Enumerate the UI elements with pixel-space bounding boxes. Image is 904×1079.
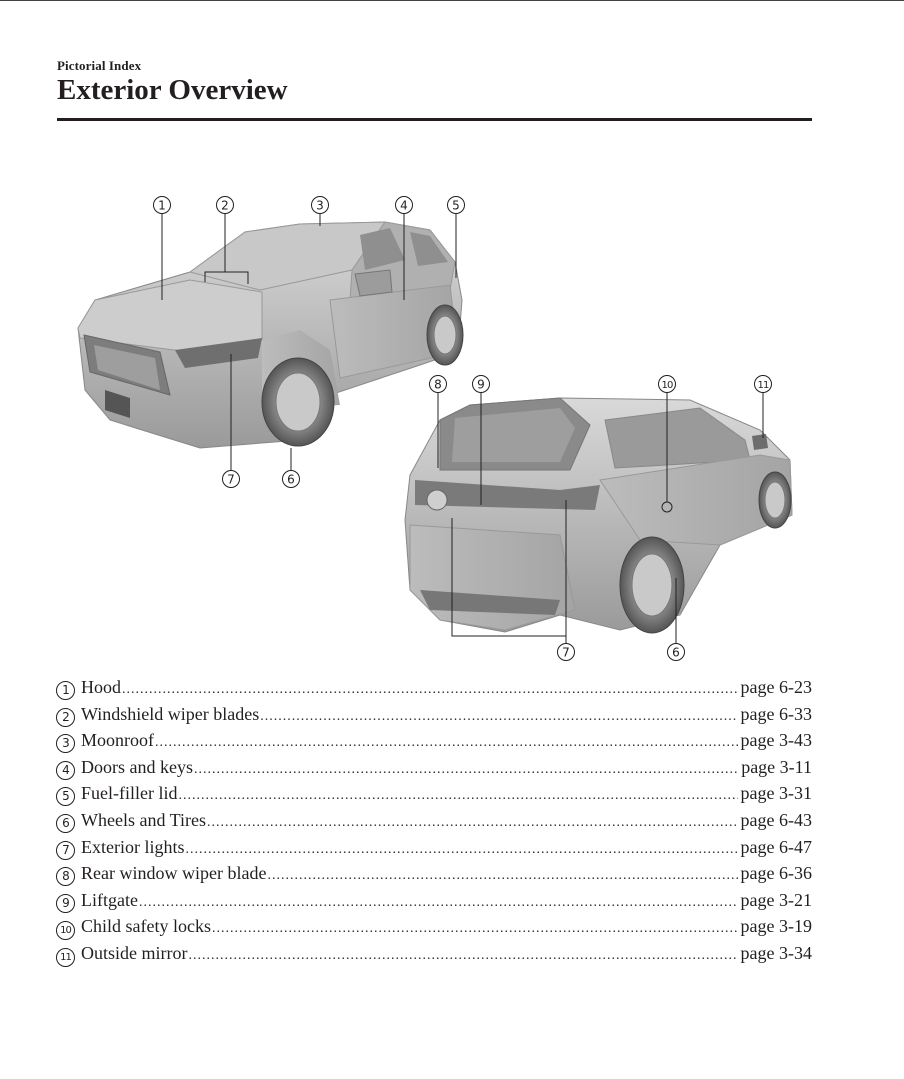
index-number: 10: [56, 921, 75, 941]
index-label: Hood: [81, 677, 121, 697]
callout-2: 2: [216, 196, 234, 214]
index-number: 9: [56, 893, 75, 913]
index-page-ref: page 6-23: [740, 677, 812, 697]
dot-leader: [212, 916, 738, 943]
index-label: Fuel-filler lid: [81, 783, 178, 804]
vehicle-illustration: 1 2 3 4 5 7 6: [0, 130, 904, 670]
index-number: 4: [56, 760, 75, 780]
index-row-fuel-filler-lid: 5 Fuel-filler lid page 3-31: [56, 780, 812, 807]
index-row-rear-window-wiper-blade: 8 Rear window wiper blade page 6-36: [56, 860, 812, 887]
callout-4: 4: [395, 196, 413, 214]
svg-text:3: 3: [316, 199, 324, 213]
dot-leader: [207, 810, 738, 837]
index-page-ref: page 6-36: [740, 863, 812, 884]
svg-text:8: 8: [434, 378, 442, 392]
index-page-ref: page 3-21: [740, 889, 812, 910]
dot-leader: [122, 677, 738, 704]
callout-6-rear: 6: [667, 643, 685, 661]
index-row-liftgate: 9 Liftgate page 3-21: [56, 887, 812, 914]
svg-text:5: 5: [452, 199, 460, 213]
index-row-moonroof: 3 Moonroof page 3-43: [56, 727, 812, 754]
svg-text:7: 7: [562, 646, 570, 660]
index-page-ref: page 3-19: [740, 916, 812, 937]
callout-1: 1: [153, 196, 171, 214]
index-row-outside-mirror: 11 Outside mirror page 3-34: [56, 940, 812, 967]
callout-8: 8: [429, 375, 447, 393]
index-page-ref: page 3-34: [740, 942, 812, 963]
page-title: Exterior Overview: [57, 74, 288, 106]
index-row-wheels-and-tires: 6 Wheels and Tires page 6-43: [56, 807, 812, 834]
top-border-line: [0, 0, 904, 1]
dot-leader: [194, 757, 738, 784]
index-label: Outside mirror: [81, 942, 188, 963]
index-number: 6: [56, 813, 75, 833]
index-label: Wheels and Tires: [81, 809, 206, 830]
index-page-ref: page 3-11: [741, 756, 812, 777]
index-label: Child safety locks: [81, 916, 211, 937]
index-label: Windshield wiper blades: [81, 703, 260, 724]
index-label: Exterior lights: [81, 836, 185, 857]
dot-leader: [139, 890, 738, 917]
svg-text:10: 10: [661, 380, 673, 391]
front-vehicle: [77, 221, 464, 449]
dot-leader: [178, 783, 737, 810]
svg-text:7: 7: [227, 473, 235, 487]
rear-vehicle: [404, 397, 793, 634]
index-label: Moonroof: [81, 730, 154, 751]
index-row-child-safety-locks: 10 Child safety locks page 3-19: [56, 913, 812, 943]
index-label: Doors and keys: [81, 756, 193, 777]
index-number: 7: [56, 840, 75, 860]
index-page-ref: page 6-43: [740, 809, 812, 830]
dot-leader: [260, 704, 737, 731]
callout-9: 9: [472, 375, 490, 393]
section-label: Pictorial Index: [57, 58, 142, 73]
exterior-index-list: 1 Hood page 6-23 2 Windshield wiper blad…: [56, 674, 812, 967]
svg-text:11: 11: [757, 380, 769, 391]
index-row-hood: 1 Hood page 6-23: [56, 674, 812, 701]
vehicle-diagram: 1 2 3 4 5 7 6: [77, 196, 793, 661]
callout-7-rear: 7: [557, 643, 575, 661]
svg-text:6: 6: [287, 473, 295, 487]
callout-10: 10: [658, 375, 676, 393]
callout-leaders: [161, 214, 764, 644]
index-row-doors-and-keys: 4 Doors and keys page 3-11: [56, 754, 812, 781]
callout-3: 3: [311, 196, 329, 214]
callout-5: 5: [447, 196, 465, 214]
index-number: 3: [56, 734, 75, 754]
index-number: 11: [56, 947, 75, 967]
svg-text:2: 2: [221, 199, 229, 213]
dot-leader: [267, 863, 737, 890]
svg-text:1: 1: [158, 199, 166, 213]
index-number: 1: [56, 681, 75, 700]
callout-7-front: 7: [222, 470, 240, 488]
index-number: 8: [56, 867, 75, 887]
dot-leader: [185, 837, 737, 864]
index-label: Rear window wiper blade: [81, 863, 267, 884]
callout-11: 11: [754, 375, 772, 393]
dot-leader: [188, 943, 737, 970]
index-row-exterior-lights: 7 Exterior lights page 6-47: [56, 834, 812, 861]
svg-text:4: 4: [400, 199, 408, 213]
title-underline: [57, 118, 812, 121]
dot-leader: [155, 730, 738, 757]
index-number: 5: [56, 787, 75, 807]
index-label: Liftgate: [81, 889, 138, 910]
index-page-ref: page 3-31: [740, 783, 812, 804]
svg-text:6: 6: [672, 646, 680, 660]
svg-text:9: 9: [477, 378, 485, 392]
callout-markers: 1 2 3 4 5 7 6: [153, 196, 772, 661]
index-number: 2: [56, 707, 75, 727]
index-page-ref: page 6-47: [740, 836, 812, 857]
index-page-ref: page 6-33: [740, 703, 812, 724]
index-row-windshield-wiper-blades: 2 Windshield wiper blades page 6-33: [56, 701, 812, 728]
callout-6-front: 6: [282, 470, 300, 488]
index-page-ref: page 3-43: [740, 730, 812, 751]
